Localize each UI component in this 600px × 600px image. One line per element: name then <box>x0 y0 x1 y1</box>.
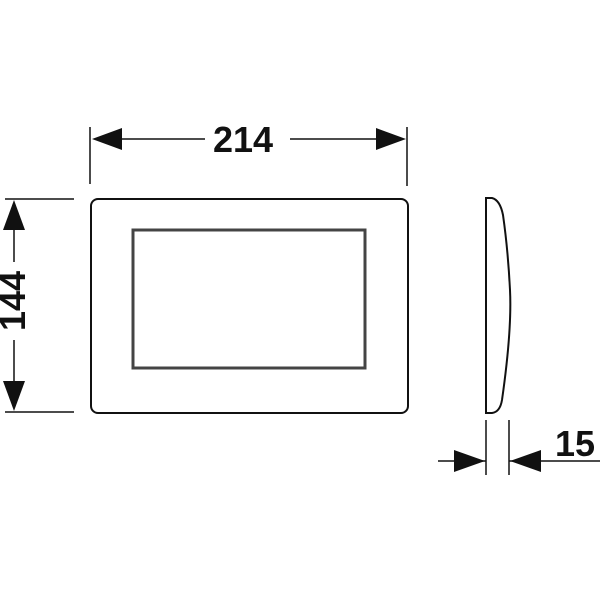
arrowhead-right <box>376 128 406 150</box>
front-plate-button-area <box>131 228 367 370</box>
side-profile-outline <box>485 197 512 414</box>
depth-arrowhead-right <box>510 450 541 472</box>
arrowhead-down <box>3 381 25 411</box>
arrowhead-left <box>92 128 122 150</box>
depth-dimension-label: 15 <box>555 423 596 464</box>
front-plate-outline <box>90 198 409 414</box>
arrowhead-up <box>3 200 25 230</box>
width-dimension-label: 214 <box>213 119 274 160</box>
height-dimension-label: 144 <box>0 270 33 332</box>
depth-arrowhead-left <box>454 450 485 472</box>
